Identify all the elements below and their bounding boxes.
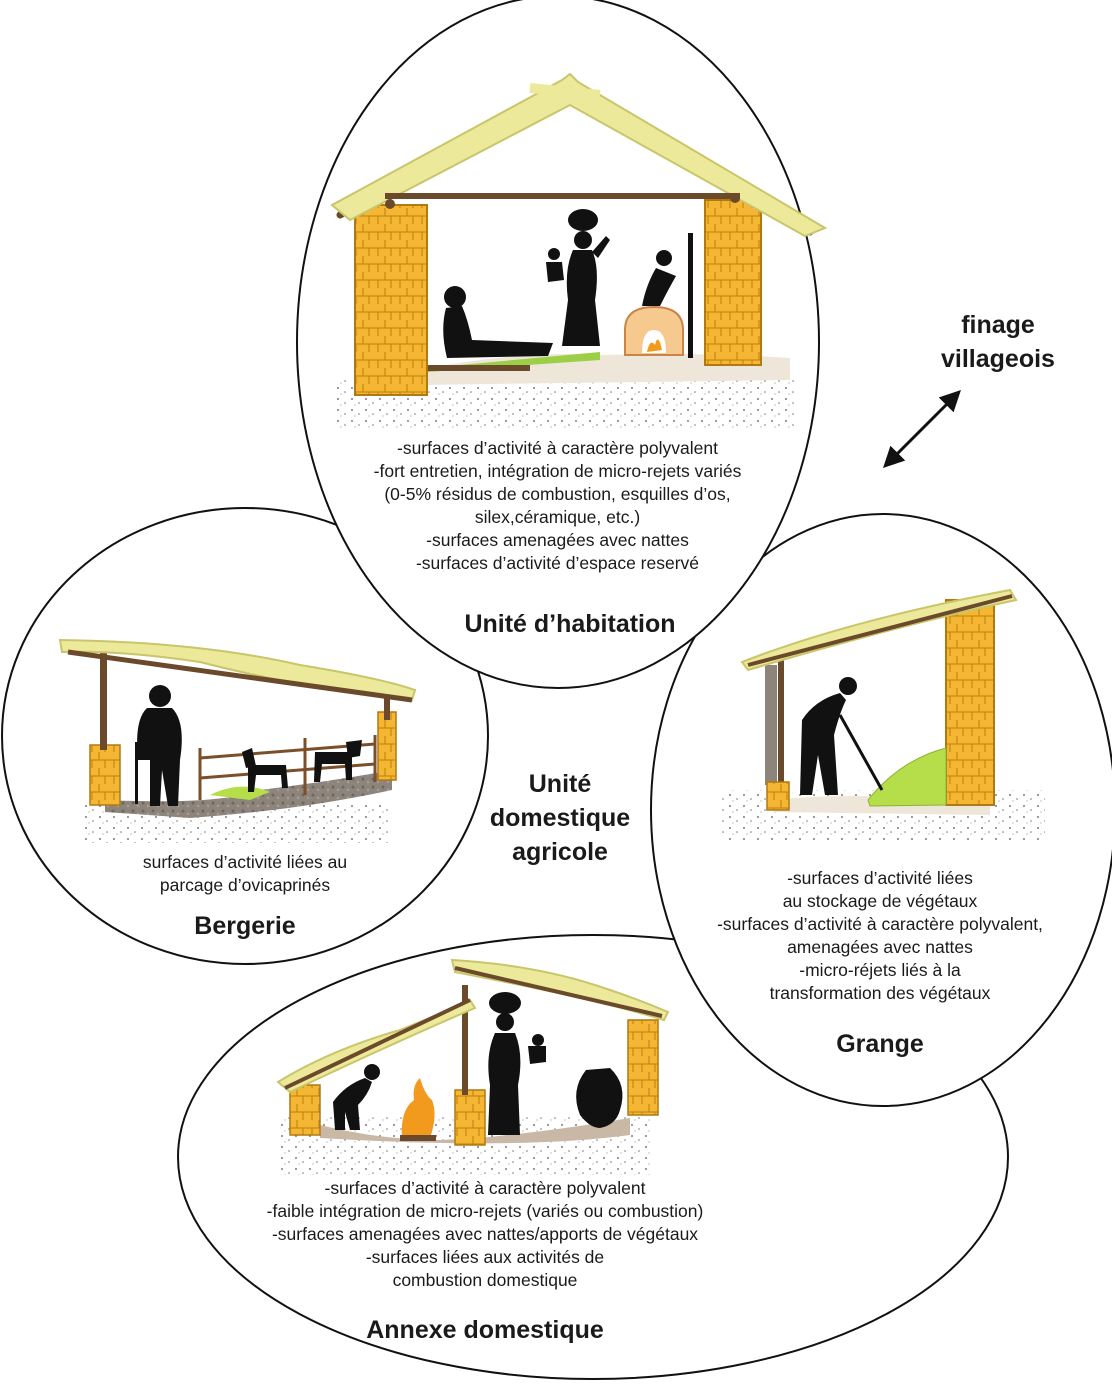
bergerie-description: surfaces d’activité liées au parcage d’o…	[90, 851, 400, 897]
center-label: Unité domestique agricole	[460, 767, 660, 869]
exterior-label: finage villageois	[918, 308, 1078, 376]
bergerie-shelter-illustration	[58, 638, 417, 843]
annexe-shelter-illustration	[276, 958, 670, 1175]
bergerie-circle	[1, 507, 489, 965]
bergerie-line-1: surfaces d’activité liées au	[142, 852, 348, 872]
habitation-title: Unité d’habitation	[464, 610, 676, 638]
center-label-line-3: agricole	[512, 838, 608, 866]
annexe-line-1: -surfaces d’activité à caractère polyval…	[324, 1178, 646, 1198]
annexe-description: -surfaces d’activité à caractère polyval…	[195, 1177, 775, 1292]
double-headed-arrow-icon	[883, 390, 961, 468]
grange-line-2: au stockage de végétaux	[782, 891, 978, 911]
grange-line-4: amenagées avec nattes	[787, 937, 973, 957]
annexe-line-5: combustion domestique	[392, 1270, 578, 1290]
habitation-line-2: -fort entretien, intégration de micro-re…	[373, 461, 742, 481]
habitation-line-5: -surfaces amenagées avec nattes	[426, 530, 689, 550]
grange-title: Grange	[836, 1030, 924, 1058]
center-label-line-1: Unité	[528, 770, 592, 798]
grange-line-6: transformation des végétaux	[769, 983, 991, 1003]
annexe-line-3: -surfaces amenagées avec nattes/apports …	[271, 1224, 699, 1244]
exterior-label-line-2: villageois	[941, 345, 1055, 373]
habitation-line-4: silex,céramique, etc.)	[474, 507, 641, 527]
exterior-label-line-1: finage	[961, 311, 1035, 339]
grange-line-3: -surfaces d’activité à caractère polyval…	[717, 914, 1043, 934]
bergerie-line-2: parcage d’ovicaprinés	[159, 875, 331, 895]
habitation-line-3: (0-5% résidus de combustion, esquilles d…	[384, 484, 731, 504]
habitation-line-1: -surfaces d’activité à caractère polyval…	[397, 438, 718, 458]
grange-line-1: -surfaces d’activité liées	[787, 868, 973, 888]
grange-line-5: -micro-réjets liés à la	[799, 960, 961, 980]
center-label-line-2: domestique	[489, 804, 631, 832]
grange-description: -surfaces d’activité liées au stockage d…	[675, 867, 1085, 1005]
annexe-line-4: -surfaces liées aux activités de	[365, 1247, 605, 1267]
annexe-line-2: -faible intégration de micro-rejets (var…	[266, 1201, 704, 1221]
habitation-description: -surfaces d’activité à caractère polyval…	[330, 437, 785, 575]
habitation-hut-illustration	[330, 72, 828, 430]
grange-shelter-illustration	[720, 588, 1045, 840]
habitation-line-6: -surfaces d’activité d’espace reservé	[415, 553, 700, 573]
annexe-title: Annexe domestique	[366, 1316, 604, 1344]
bergerie-title: Bergerie	[194, 912, 296, 940]
